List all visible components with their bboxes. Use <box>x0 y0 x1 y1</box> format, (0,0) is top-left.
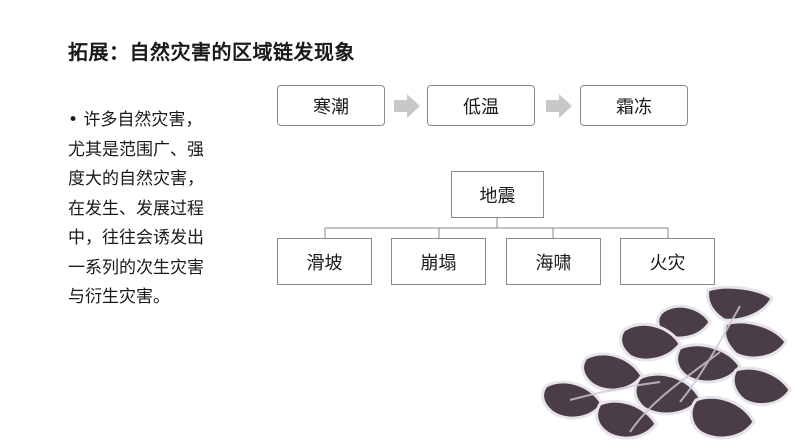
tree-child-landslide: 滑坡 <box>277 238 372 285</box>
body-line: 度大的自然灾害， <box>68 169 204 189</box>
body-paragraph: • 许多自然灾害， 尤其是范围广、强 度大的自然灾害， 在发生、发展过程 中，往… <box>68 106 240 313</box>
tree-child-label: 火灾 <box>649 252 686 274</box>
tree-root-earthquake: 地震 <box>451 171 544 218</box>
chain-label: 低温 <box>463 96 499 118</box>
chain-box-frost: 霜冻 <box>580 85 688 126</box>
tree-child-label: 崩塌 <box>420 252 457 274</box>
right-arrow-icon <box>546 94 572 118</box>
chain-label: 寒潮 <box>313 96 349 118</box>
tree-child-label: 滑坡 <box>306 252 343 274</box>
tree-root-label: 地震 <box>479 185 516 207</box>
body-line: 与衍生灾害。 <box>68 287 170 307</box>
body-line: • 许多自然灾害， <box>68 110 203 130</box>
body-line: 在发生、发展过程 <box>68 198 204 219</box>
tree-child-fire: 火灾 <box>620 238 715 285</box>
chain-box-low-temperature: 低温 <box>427 85 535 126</box>
body-line: 中，往往会诱发出 <box>68 228 204 248</box>
right-arrow-icon <box>394 94 420 118</box>
page-title: 拓展：自然灾害的区域链发现象 <box>68 40 355 64</box>
tree-child-tsunami: 海啸 <box>506 238 601 285</box>
tree-child-label: 海啸 <box>535 252 572 274</box>
chain-box-cold-wave: 寒潮 <box>277 85 385 126</box>
body-line: 一系列的次生灾害 <box>68 257 204 278</box>
body-line: 尤其是范围广、强 <box>68 139 204 160</box>
tree-child-collapse: 崩塌 <box>391 238 486 285</box>
frosted-plant-image <box>541 285 792 440</box>
chain-label: 霜冻 <box>616 96 652 118</box>
